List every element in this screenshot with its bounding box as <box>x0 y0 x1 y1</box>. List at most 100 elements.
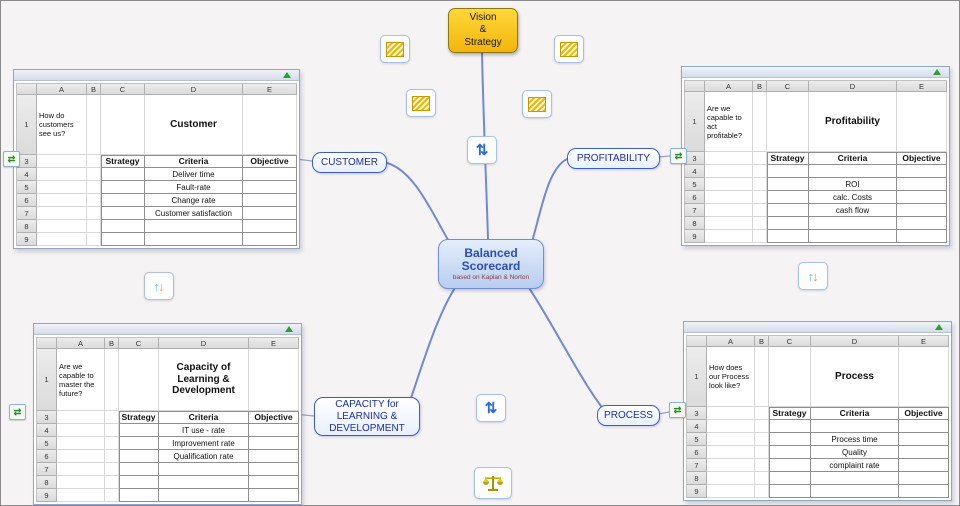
cell-C4 <box>101 168 145 181</box>
table-link-icon[interactable]: ⇄ <box>669 402 686 418</box>
cell-E6 <box>243 194 297 207</box>
cell-A1: How does our Process look like? <box>707 347 755 407</box>
branch-node-customer[interactable]: CUSTOMER <box>312 152 387 173</box>
cell-A8 <box>707 472 755 485</box>
cell-C4 <box>769 420 811 433</box>
cell-D4: Deliver time <box>145 168 243 181</box>
hatch-pattern <box>386 41 404 57</box>
swap-arrows-icon[interactable]: ⇅ <box>476 394 506 422</box>
table-link-icon[interactable]: ⇄ <box>3 151 20 167</box>
cell-C8 <box>101 220 145 233</box>
col-header-B: B <box>755 336 769 347</box>
cell-E9 <box>897 230 947 243</box>
cell-B3 <box>753 152 767 165</box>
branch-node-profitability[interactable]: PROFITABILITY <box>567 148 660 169</box>
edit-hatch-icon[interactable] <box>554 35 584 63</box>
connector-center-capacity <box>410 281 460 399</box>
branch-label-process: PROCESS <box>604 409 653 421</box>
edit-hatch-icon[interactable] <box>522 90 552 118</box>
edit-hatch-icon[interactable] <box>406 89 436 117</box>
cell-A7 <box>707 459 755 472</box>
collapse-arrow-icon[interactable] <box>283 72 291 78</box>
row-label-8: 8 <box>17 220 37 233</box>
cell-B7 <box>753 204 767 217</box>
cell-A6 <box>37 194 87 207</box>
branch-node-process[interactable]: PROCESS <box>597 405 660 426</box>
cell-A3 <box>37 155 87 168</box>
row-label-4: 4 <box>687 420 707 433</box>
cell-A8 <box>57 476 105 489</box>
cell-D4 <box>811 420 899 433</box>
cell-B5 <box>753 178 767 191</box>
cell-B7 <box>755 459 769 472</box>
center-node-title: Balanced Scorecard <box>461 245 521 273</box>
swap-arrows-glyph: ⇅ <box>484 399 498 417</box>
hatch-pattern <box>528 96 546 112</box>
col-header-E: E <box>897 81 947 92</box>
cell-D6: Qualification rate <box>159 450 249 463</box>
cell-C1 <box>767 92 809 152</box>
cell-E4 <box>899 420 949 433</box>
row-label-5: 5 <box>37 437 57 450</box>
swap-arrows-icon[interactable]: ⇅ <box>467 136 497 164</box>
cell-C5 <box>101 181 145 194</box>
sheet-title-bar <box>684 322 951 333</box>
cell-D9 <box>145 233 243 246</box>
cell-D3: Criteria <box>809 152 897 165</box>
cell-D8 <box>145 220 243 233</box>
up-down-arrows-icon[interactable]: ↑↓ <box>144 272 174 300</box>
row-label-8: 8 <box>37 476 57 489</box>
col-header-A: A <box>57 338 105 349</box>
edit-hatch-icon[interactable] <box>380 35 410 63</box>
cell-A7 <box>705 204 753 217</box>
col-header-C: C <box>101 84 145 95</box>
table-link-icon[interactable]: ⇄ <box>670 148 687 164</box>
vision-strategy-node[interactable]: Vision & Strategy <box>448 8 518 53</box>
balanced-scorecard-node[interactable]: Balanced Scorecard based on Kaplan & Nor… <box>438 239 544 289</box>
row-label-1: 1 <box>37 349 57 411</box>
row-label-6: 6 <box>17 194 37 207</box>
cell-B1 <box>755 347 769 407</box>
up-down-arrows-icon[interactable]: ↑↓ <box>798 262 828 290</box>
cell-D1: Customer <box>145 95 243 155</box>
cell-E1 <box>899 347 949 407</box>
row-label-5: 5 <box>687 433 707 446</box>
row-label-4: 4 <box>17 168 37 181</box>
row-label-7: 7 <box>687 459 707 472</box>
cell-E4 <box>897 165 947 178</box>
cell-B7 <box>105 463 119 476</box>
row-label-8: 8 <box>687 472 707 485</box>
cell-C1 <box>119 349 159 411</box>
sheet-title-bar <box>34 324 301 335</box>
cell-A8 <box>37 220 87 233</box>
cell-C1 <box>101 95 145 155</box>
down-arrow-glyph: ↓ <box>812 268 819 284</box>
cell-E4 <box>243 168 297 181</box>
cell-D6: Change rate <box>145 194 243 207</box>
cell-C6 <box>101 194 145 207</box>
row-label-3: 3 <box>687 407 707 420</box>
row-label-9: 9 <box>17 233 37 246</box>
cell-C7 <box>769 459 811 472</box>
sheet-title-bar <box>682 67 949 78</box>
corner-cell <box>687 336 707 347</box>
connector-center-customer <box>386 162 452 246</box>
collapse-arrow-icon[interactable] <box>935 324 943 330</box>
row-label-7: 7 <box>37 463 57 476</box>
table-link-icon[interactable]: ⇄ <box>9 404 26 420</box>
collapse-arrow-icon[interactable] <box>285 326 293 332</box>
row-label-9: 9 <box>687 485 707 498</box>
branch-node-capacity[interactable]: CAPACITY for LEARNING & DEVELOPMENT <box>314 397 420 436</box>
scale-icon[interactable] <box>474 467 512 499</box>
cell-A6 <box>57 450 105 463</box>
cell-D5: Improvement rate <box>159 437 249 450</box>
row-label-5: 5 <box>685 178 705 191</box>
cell-B5 <box>755 433 769 446</box>
collapse-arrow-icon[interactable] <box>933 69 941 75</box>
